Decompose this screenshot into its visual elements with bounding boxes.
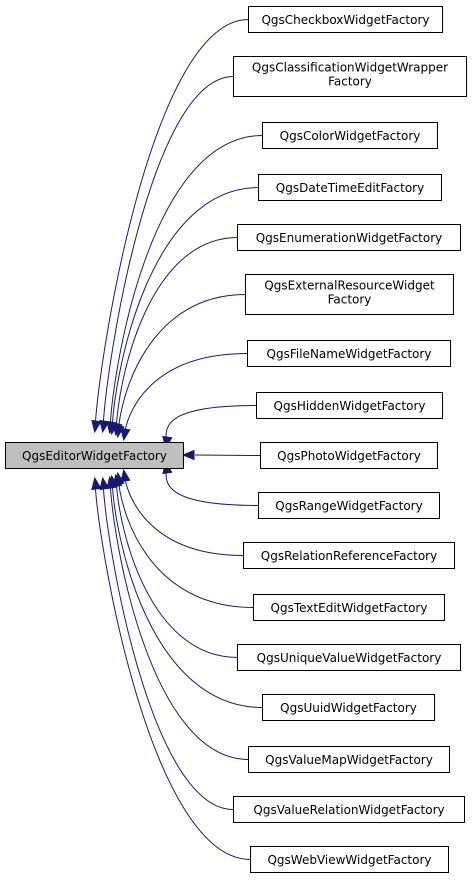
derived-class-node-qgs-photo-widget-factory[interactable]: QgsPhotoWidgetFactory bbox=[260, 442, 438, 469]
derived-class-node-qgs-unique-value-widget-factory[interactable]: QgsUniqueValueWidgetFactory bbox=[237, 644, 461, 671]
base-class-node[interactable]: QgsEditorWidgetFactory bbox=[5, 442, 184, 469]
base-class-label: QgsEditorWidgetFactory bbox=[22, 449, 167, 463]
class-label: QgsTextEditWidgetFactory bbox=[271, 601, 428, 615]
inheritance-edge bbox=[109, 135, 263, 432]
inheritance-edge bbox=[115, 476, 238, 658]
class-box bbox=[237, 224, 461, 251]
class-box bbox=[243, 542, 455, 569]
class-box bbox=[247, 340, 451, 367]
class-label: QgsValueRelationWidgetFactory bbox=[253, 803, 444, 817]
derived-class-node-qgs-value-relation-widget-factory[interactable]: QgsValueRelationWidgetFactory bbox=[233, 796, 465, 823]
class-label: QgsCheckboxWidgetFactory bbox=[261, 13, 429, 27]
inheritance-arrowhead bbox=[181, 449, 195, 461]
inheritance-arrowhead bbox=[91, 476, 102, 491]
derived-class-node-qgs-date-time-edit-factory[interactable]: QgsDateTimeEditFactory bbox=[258, 174, 442, 201]
derived-class-node-qgs-text-edit-widget-factory[interactable]: QgsTextEditWidgetFactory bbox=[253, 594, 445, 621]
inheritance-edge bbox=[111, 187, 259, 433]
inheritance-edge bbox=[102, 479, 234, 810]
derived-class-node-qgs-relation-reference-factory[interactable]: QgsRelationReferenceFactory bbox=[243, 542, 455, 569]
class-label: QgsFileNameWidgetFactory bbox=[267, 347, 432, 361]
derived-class-node-qgs-enumeration-widget-factory[interactable]: QgsEnumerationWidgetFactory bbox=[237, 224, 461, 251]
derived-class-node-qgs-color-widget-factory[interactable]: QgsColorWidgetFactory bbox=[262, 122, 438, 149]
class-box bbox=[262, 122, 438, 149]
class-label: QgsPhotoWidgetFactory bbox=[277, 449, 421, 463]
inheritance-arrowhead bbox=[120, 468, 131, 483]
class-label: QgsColorWidgetFactory bbox=[280, 129, 421, 143]
inheritance-edge bbox=[117, 294, 246, 436]
inheritance-edge bbox=[102, 76, 234, 431]
inheritance-edge bbox=[111, 477, 263, 708]
inheritance-edge bbox=[94, 479, 251, 860]
class-box bbox=[245, 274, 454, 315]
inheritance-arrowhead bbox=[99, 476, 110, 491]
class-box bbox=[258, 174, 442, 201]
class-box bbox=[248, 746, 450, 773]
inheritance-edges bbox=[91, 19, 263, 860]
inheritance-edge bbox=[115, 237, 238, 434]
class-box bbox=[256, 392, 443, 419]
inheritance-edge bbox=[194, 454, 261, 456]
class-label: QgsHiddenWidgetFactory bbox=[274, 399, 426, 413]
inheritance-edge bbox=[94, 19, 249, 431]
class-label: QgsEnumerationWidgetFactory bbox=[256, 231, 443, 245]
class-label: QgsClassificationWidgetWrapper bbox=[252, 61, 448, 75]
derived-class-node-qgs-value-map-widget-factory[interactable]: QgsValueMapWidgetFactory bbox=[248, 746, 450, 773]
class-box bbox=[233, 56, 467, 97]
derived-class-node-qgs-checkbox-widget-factory[interactable]: QgsCheckboxWidgetFactory bbox=[248, 6, 443, 33]
class-label: QgsValueMapWidgetFactory bbox=[265, 753, 433, 767]
class-label: Factory bbox=[328, 293, 372, 307]
derived-class-nodes: QgsCheckboxWidgetFactoryQgsClassificatio… bbox=[233, 6, 467, 873]
inheritance-edge bbox=[117, 474, 254, 608]
class-label: QgsRangeWidgetFactory bbox=[275, 499, 422, 513]
class-box bbox=[233, 796, 465, 823]
inheritance-edge bbox=[165, 405, 257, 447]
inheritance-arrowhead bbox=[120, 427, 131, 442]
class-box bbox=[237, 644, 461, 671]
class-box bbox=[250, 846, 449, 873]
derived-class-node-qgs-web-view-widget-factory[interactable]: QgsWebViewWidgetFactory bbox=[250, 846, 449, 873]
derived-class-node-qgs-range-widget-factory[interactable]: QgsRangeWidgetFactory bbox=[258, 492, 440, 519]
class-box bbox=[262, 694, 435, 721]
derived-class-node-qgs-uuid-widget-factory[interactable]: QgsUuidWidgetFactory bbox=[262, 694, 435, 721]
class-box bbox=[258, 492, 440, 519]
inheritance-arrowhead bbox=[106, 475, 117, 490]
class-box bbox=[248, 6, 443, 33]
class-label: QgsDateTimeEditFactory bbox=[276, 181, 424, 195]
class-box bbox=[260, 442, 438, 469]
inheritance-edge bbox=[165, 463, 259, 506]
class-label: QgsUuidWidgetFactory bbox=[280, 701, 417, 715]
class-label: Factory bbox=[328, 75, 372, 89]
inheritance-edge bbox=[123, 471, 244, 556]
derived-class-node-qgs-file-name-widget-factory[interactable]: QgsFileNameWidgetFactory bbox=[247, 340, 451, 367]
class-label: QgsExternalResourceWidget bbox=[264, 279, 435, 293]
inheritance-arrowhead bbox=[91, 419, 102, 434]
class-box bbox=[253, 594, 445, 621]
class-label: QgsWebViewWidgetFactory bbox=[267, 853, 431, 867]
inheritance-arrowhead bbox=[99, 419, 110, 434]
derived-class-node-qgs-hidden-widget-factory[interactable]: QgsHiddenWidgetFactory bbox=[256, 392, 443, 419]
inheritance-edge bbox=[109, 478, 249, 760]
inheritance-edge bbox=[123, 353, 248, 439]
class-label: QgsRelationReferenceFactory bbox=[261, 549, 437, 563]
class-label: QgsUniqueValueWidgetFactory bbox=[257, 651, 442, 665]
base-class-box bbox=[5, 442, 184, 469]
